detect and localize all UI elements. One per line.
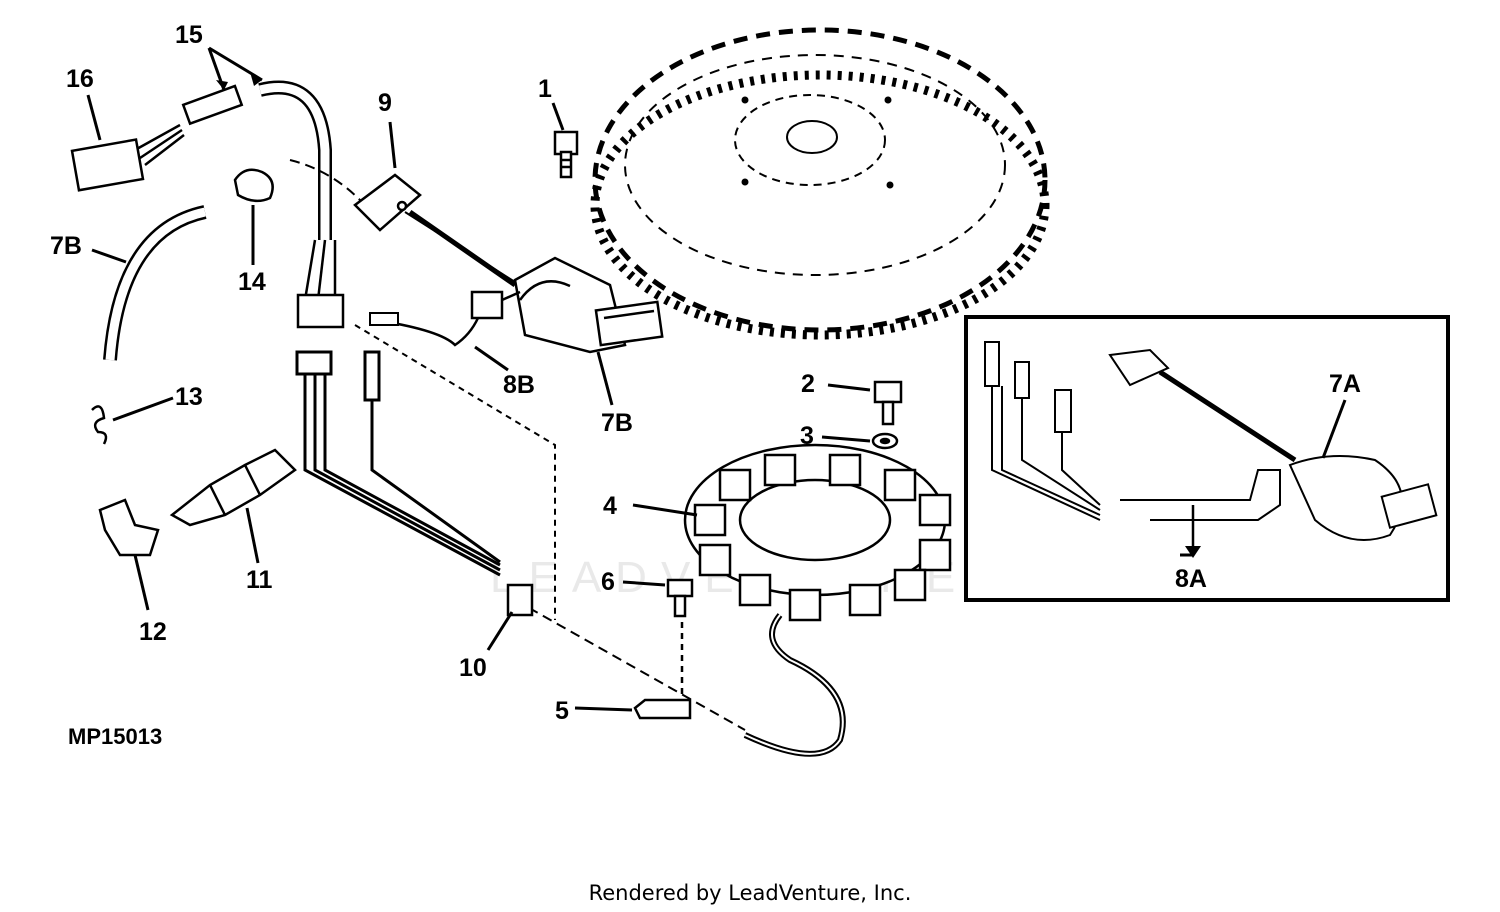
part-10-clip — [506, 583, 534, 617]
flywheel — [590, 27, 1050, 340]
callout-12: 12 — [139, 618, 167, 646]
part-1-bolt — [553, 130, 579, 179]
callout-14: 14 — [238, 268, 266, 296]
callout-4: 4 — [603, 492, 617, 520]
callout-9: 9 — [378, 89, 392, 117]
ignition-coil — [470, 256, 664, 354]
callout-13: 13 — [175, 383, 203, 411]
callout-5: 5 — [555, 697, 569, 725]
callout-8b: 8B — [503, 371, 535, 399]
part-9-gasket — [353, 173, 422, 232]
callout-11: 11 — [246, 566, 273, 594]
callout-7b-tube: 7B — [50, 232, 82, 260]
figure-code: MP15013 — [68, 724, 162, 749]
callout-2: 2 — [801, 370, 815, 398]
callout-6: 6 — [601, 568, 615, 596]
callout-8a: 8A — [1175, 565, 1207, 593]
inset-box — [964, 315, 1450, 602]
footer-credit: Rendered by LeadVenture, Inc. — [589, 881, 912, 905]
part-11-spark-plug — [169, 448, 297, 527]
part-12-boot — [98, 498, 160, 557]
stator-wires — [295, 350, 501, 577]
part-4-stator — [683, 443, 952, 622]
callout-15: 15 — [175, 21, 203, 49]
wire-harness — [70, 80, 345, 329]
callout-7b-coil: 7B — [601, 409, 633, 437]
part-5-bracket — [633, 698, 692, 720]
callout-3: 3 — [800, 422, 814, 450]
callout-1: 1 — [538, 75, 552, 103]
callout-16: 16 — [66, 65, 94, 93]
part-6-screw — [666, 578, 694, 598]
part-2-screw — [873, 380, 903, 404]
part-14-cap — [233, 168, 274, 203]
callout-10: 10 — [459, 654, 487, 682]
callout-7a: 7A — [1329, 370, 1361, 398]
